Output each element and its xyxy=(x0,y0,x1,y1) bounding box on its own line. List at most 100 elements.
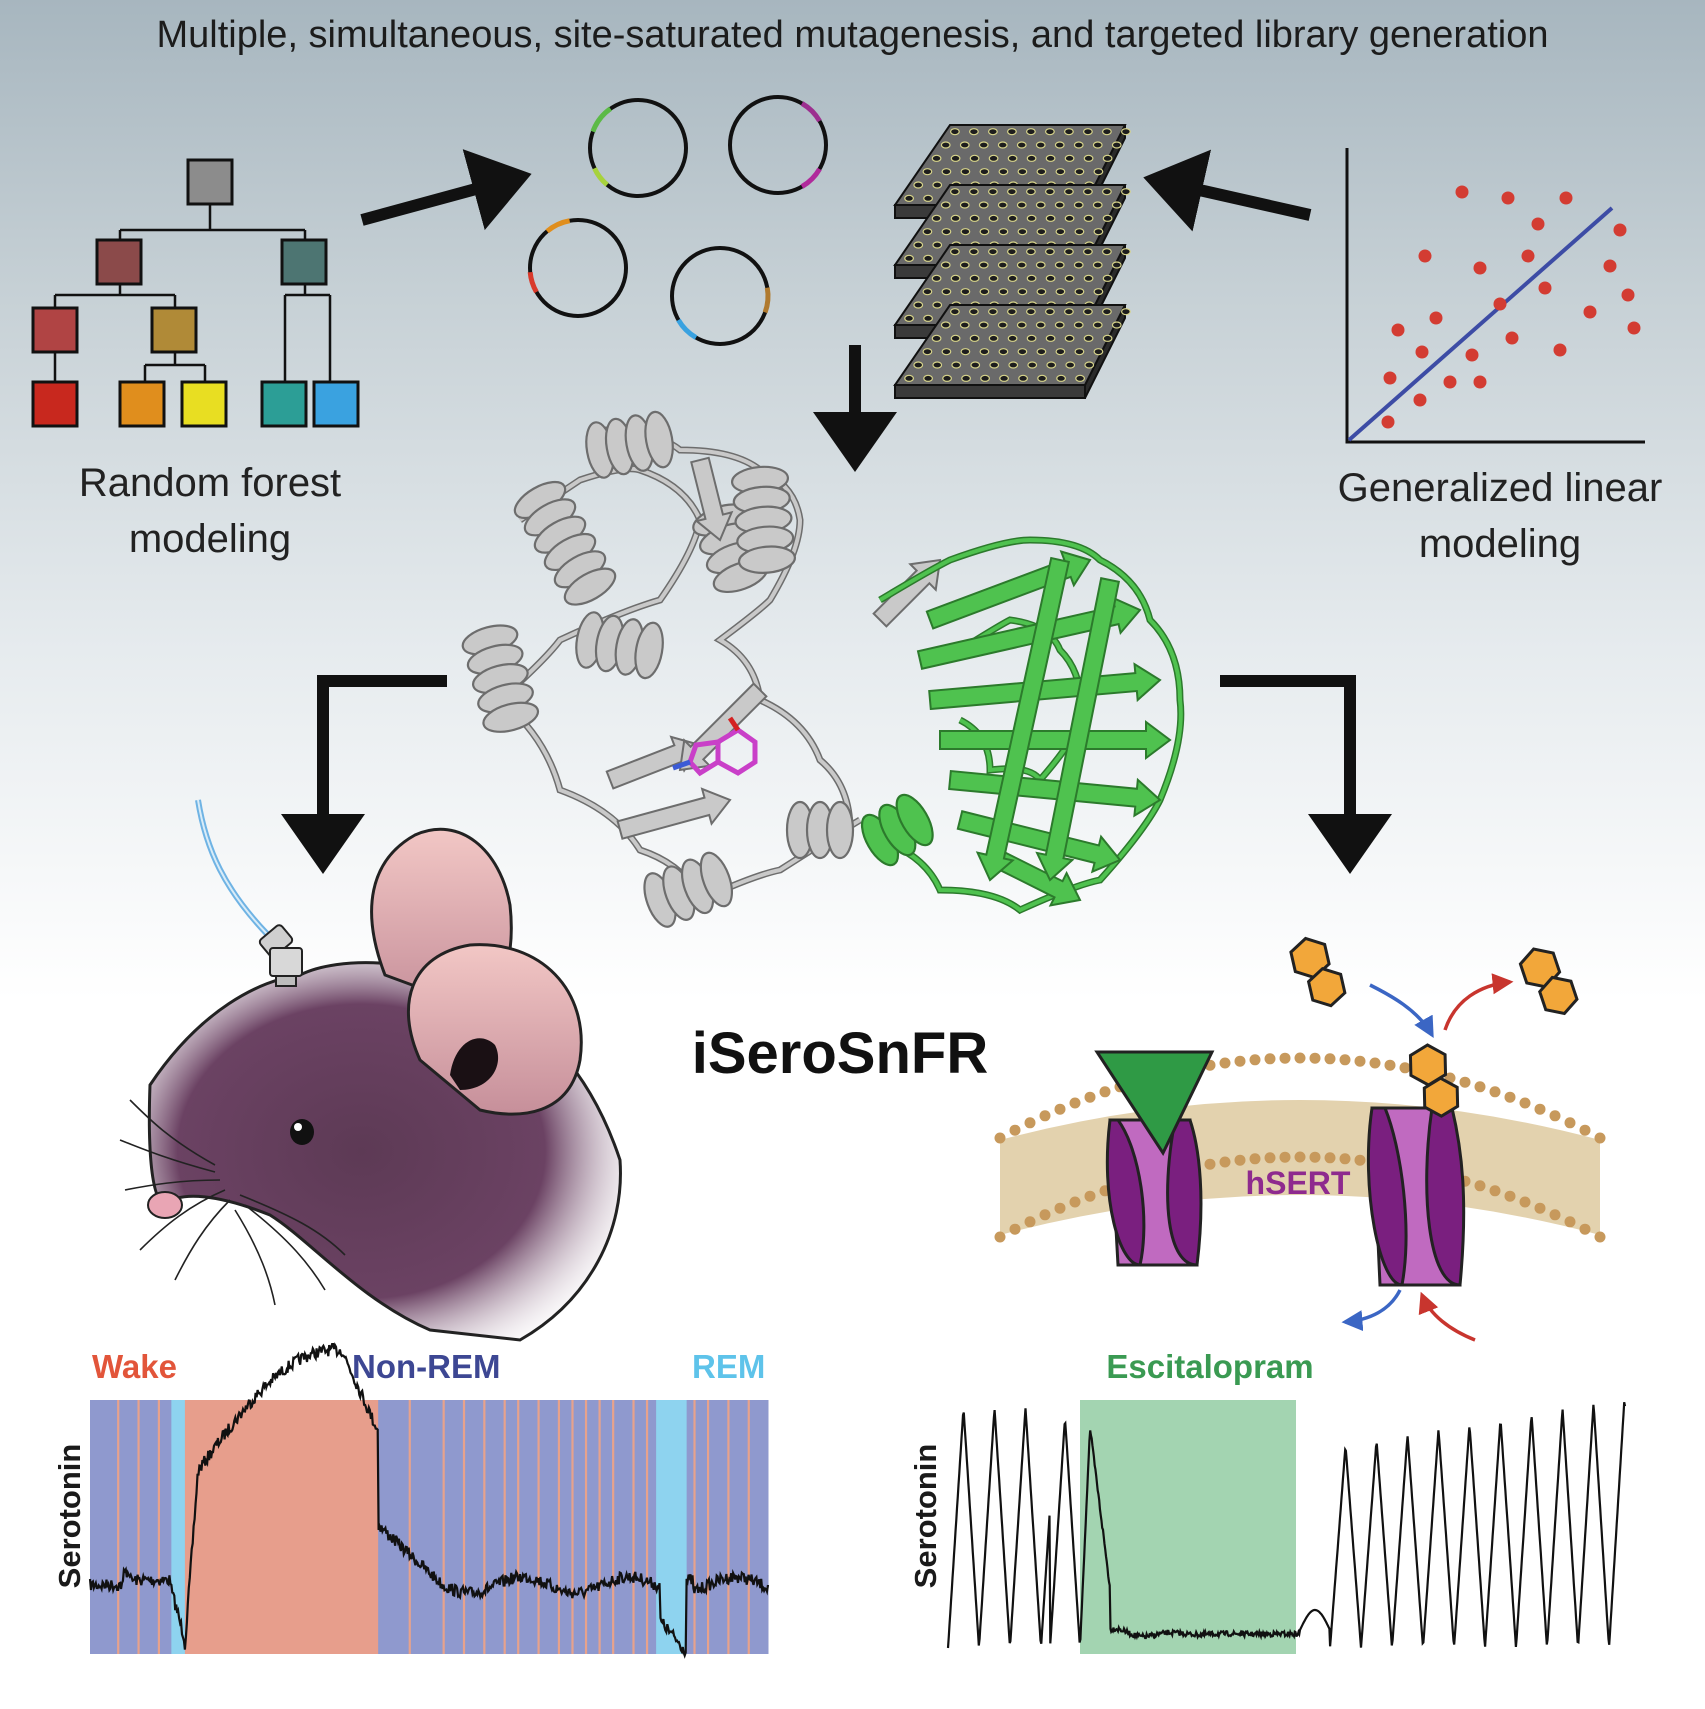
transport-arrows xyxy=(1341,973,1514,1342)
mouse-whiskers xyxy=(119,1099,346,1306)
sleep-state-band xyxy=(171,1400,186,1654)
serotonin-ligand xyxy=(672,716,758,777)
glm-point xyxy=(1613,223,1627,237)
glm-scatter-plot xyxy=(1345,148,1645,444)
arrow-rf-to-library xyxy=(360,149,532,231)
glm-point xyxy=(1381,415,1395,429)
glm-point xyxy=(1583,305,1597,319)
wake-bout xyxy=(598,1400,601,1654)
serotonin-molecules xyxy=(1289,936,1579,1118)
glm-point xyxy=(1473,375,1487,389)
glm-label: Generalized linear modeling xyxy=(1300,460,1700,572)
escitalopram-serotonin-trace xyxy=(946,1400,1627,1654)
plasmid-2 xyxy=(728,95,828,195)
wake-bout xyxy=(584,1400,588,1654)
iserosnfr-structure xyxy=(461,410,1185,928)
cpgfp-domain xyxy=(860,536,1185,915)
optical-fiber-highlight xyxy=(197,799,269,936)
hsert-inhibited xyxy=(1094,1050,1215,1267)
plasmid-1 xyxy=(588,98,688,198)
glm-point xyxy=(1505,331,1519,345)
escitalopram-inhibitor xyxy=(1094,1050,1215,1157)
flow-arrows xyxy=(281,149,1392,874)
glm-point xyxy=(1455,185,1469,199)
glm-point xyxy=(1473,261,1487,275)
page-title: Multiple, simultaneous, site-saturated m… xyxy=(156,14,1549,56)
tree-node-leaf-3 xyxy=(180,380,228,428)
state-label-rem: REM xyxy=(692,1348,766,1385)
glm-point xyxy=(1429,311,1443,325)
optical-fiber xyxy=(195,799,271,938)
glm-point xyxy=(1627,321,1641,335)
mouse-nose xyxy=(147,1191,183,1219)
glm-label-line2: modeling xyxy=(1418,522,1582,566)
wake-bout xyxy=(137,1400,140,1654)
sleep-state-band xyxy=(184,1400,379,1654)
random-forest-label-line1: Random forest xyxy=(78,461,342,505)
wake-bout xyxy=(727,1400,730,1654)
wake-bout xyxy=(537,1400,540,1654)
drug-trace-ylabel: Serotonin xyxy=(908,1443,943,1589)
glm-point xyxy=(1443,375,1457,389)
wake-bout xyxy=(117,1400,120,1654)
wake-bout xyxy=(517,1400,520,1654)
hsert-label: hSERT xyxy=(1245,1165,1351,1201)
wake-bout xyxy=(571,1400,574,1654)
tree-node-leaf-5 xyxy=(312,380,360,428)
wake-bout xyxy=(483,1400,486,1654)
sensor-name: iSeroSnFR xyxy=(691,1021,989,1086)
mouse-eye xyxy=(290,1119,314,1145)
glm-point xyxy=(1383,371,1397,385)
glm-point xyxy=(1415,345,1429,359)
random-forest-tree xyxy=(31,158,360,428)
glm-label-line1: Generalized linear xyxy=(1337,466,1663,510)
tree-node-leaf-2 xyxy=(118,380,166,428)
wake-bout xyxy=(557,1400,561,1654)
drug-label: Escitalopram xyxy=(1106,1348,1314,1385)
wake-bout xyxy=(462,1400,466,1654)
tree-node-leaf-4 xyxy=(260,380,308,428)
glm-point xyxy=(1413,393,1427,407)
glm-fit-line xyxy=(1347,206,1614,442)
tree-node-root xyxy=(186,158,234,206)
tree-node-right xyxy=(280,238,328,286)
sleep-serotonin-line xyxy=(88,1342,770,1659)
random-forest-label-line2: modeling xyxy=(128,517,292,561)
serotonin-molecule xyxy=(1518,947,1579,1016)
glm-axes xyxy=(1345,148,1645,444)
state-label-nonrem: Non-REM xyxy=(352,1348,501,1385)
glm-point xyxy=(1621,288,1635,302)
tree-connectors xyxy=(53,205,332,382)
arrow-to-in-vitro xyxy=(1220,675,1392,874)
arrow-glm-to-plates xyxy=(1143,149,1312,232)
fiber-ferrule xyxy=(258,924,303,987)
tree-node-leaf-1 xyxy=(31,380,79,428)
well-plate-4 xyxy=(893,304,1131,399)
glm-point xyxy=(1501,191,1515,205)
serotonin-molecule xyxy=(1408,1043,1460,1118)
plasmid-4 xyxy=(670,246,771,346)
sleep-trace-ylabel: Serotonin xyxy=(52,1443,87,1589)
serotonin-molecule xyxy=(1289,936,1347,1008)
tree-node-left-right xyxy=(150,306,198,354)
mouse-ear-canal xyxy=(450,1038,499,1090)
glm-point xyxy=(1391,323,1405,337)
state-label-wake: Wake xyxy=(92,1348,177,1385)
wake-bout xyxy=(693,1400,696,1654)
serotonin-binding-domain xyxy=(461,410,942,928)
escitalopram-window xyxy=(1080,1400,1296,1654)
glm-point xyxy=(1559,191,1573,205)
wake-bout xyxy=(408,1400,411,1654)
wake-bout xyxy=(612,1400,615,1654)
glm-point xyxy=(1521,249,1535,263)
wake-bout xyxy=(442,1400,445,1654)
glm-point xyxy=(1418,249,1432,263)
mouse-eye-highlight xyxy=(294,1123,302,1131)
wake-bout xyxy=(157,1400,160,1654)
mouse-illustration xyxy=(119,799,622,1342)
wake-bout xyxy=(632,1400,635,1654)
tree-node-left-left xyxy=(31,306,79,354)
glm-point xyxy=(1465,348,1479,362)
plasmid-3 xyxy=(527,218,628,318)
arrow-to-in-vivo xyxy=(281,675,447,874)
